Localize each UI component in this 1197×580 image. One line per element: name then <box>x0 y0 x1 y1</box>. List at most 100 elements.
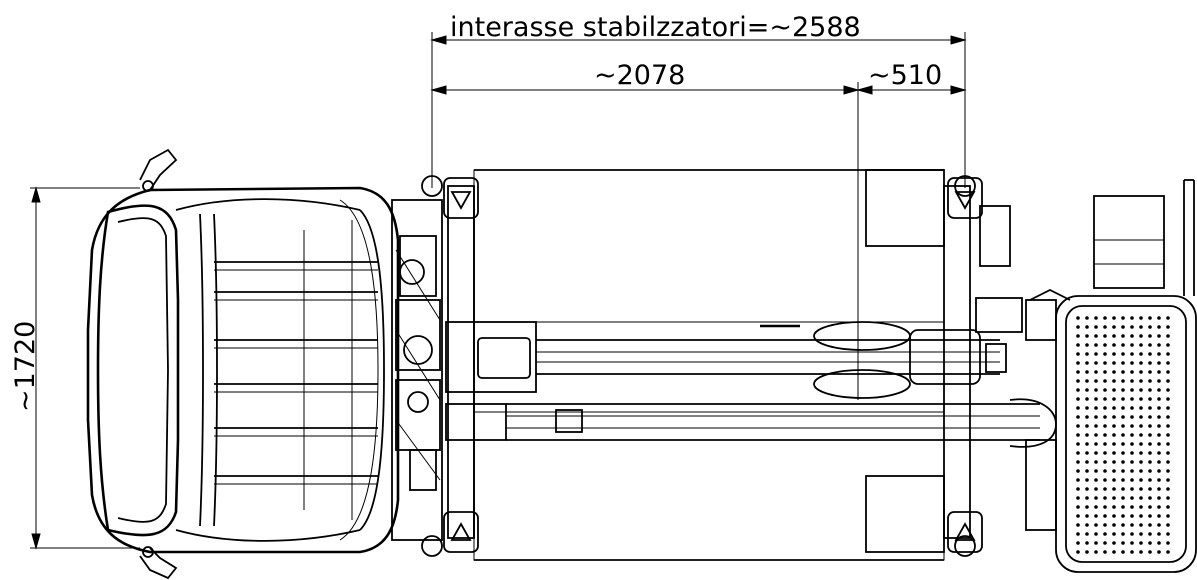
grating-dot <box>1121 487 1125 491</box>
grating-dot <box>1157 388 1161 392</box>
grating-dot <box>1157 379 1161 383</box>
grating-dot <box>1139 523 1143 527</box>
grating-dot <box>1112 370 1116 374</box>
grating-dot <box>1166 325 1170 329</box>
grating-dot <box>1121 361 1125 365</box>
grating-dot <box>1166 352 1170 356</box>
grating-dot <box>1139 514 1143 518</box>
grating-dot <box>1139 415 1143 419</box>
grating-dot <box>1112 334 1116 338</box>
grating-dot <box>1148 415 1152 419</box>
grating-dot <box>1166 442 1170 446</box>
grating-dot <box>1112 460 1116 464</box>
grating-dot <box>1112 469 1116 473</box>
grating-dot <box>1166 433 1170 437</box>
grating-dot <box>1085 424 1089 428</box>
grating-dot <box>1130 361 1134 365</box>
grating-dot <box>1121 505 1125 509</box>
grating-dot <box>1166 550 1170 554</box>
grating-dot <box>1157 523 1161 527</box>
grating-dot <box>1094 505 1098 509</box>
grating-dot <box>1166 460 1170 464</box>
grating-dot <box>1076 532 1080 536</box>
grating-dot <box>1112 442 1116 446</box>
grating-dot <box>1121 469 1125 473</box>
grating-dot <box>1148 352 1152 356</box>
grating-dot <box>1112 532 1116 536</box>
grating-dot <box>1103 487 1107 491</box>
grating-dot <box>1121 532 1125 536</box>
grating-dot <box>1139 325 1143 329</box>
grating-dot <box>1130 379 1134 383</box>
grating-dot <box>1121 316 1125 320</box>
grating-dot <box>1112 451 1116 455</box>
grating-dot <box>1103 496 1107 500</box>
grating-dot <box>1076 514 1080 518</box>
grating-dot <box>1130 424 1134 428</box>
grating-dot <box>1103 442 1107 446</box>
grating-dot <box>1130 478 1134 482</box>
grating-dot <box>1094 523 1098 527</box>
grating-dot <box>1166 388 1170 392</box>
grating-dot <box>1121 451 1125 455</box>
grating-dot <box>1130 442 1134 446</box>
grating-dot <box>1094 550 1098 554</box>
grating-dot <box>1130 370 1134 374</box>
grating-dot <box>1166 361 1170 365</box>
grating-dot <box>1166 523 1170 527</box>
grating-dot <box>1166 397 1170 401</box>
grating-dot <box>1148 388 1152 392</box>
grating-dot <box>1130 451 1134 455</box>
grating-dot <box>1085 532 1089 536</box>
grating-dot <box>1148 451 1152 455</box>
dimension-lines <box>30 32 967 550</box>
grating-dot <box>1148 316 1152 320</box>
grating-dot <box>1157 550 1161 554</box>
grating-dot <box>1139 496 1143 500</box>
grating-dot <box>1112 523 1116 527</box>
grating-dot <box>1094 541 1098 545</box>
grating-dot <box>1094 343 1098 347</box>
grating-dot <box>1130 496 1134 500</box>
grating-dot <box>1157 424 1161 428</box>
grating-dot <box>1076 352 1080 356</box>
grating-dot <box>1148 361 1152 365</box>
front-span-label: ~2078 <box>594 60 685 91</box>
grating-dot <box>1085 334 1089 338</box>
grating-dot <box>1130 505 1134 509</box>
grating-dot <box>1166 541 1170 545</box>
grating-dot <box>1103 370 1107 374</box>
grating-dot <box>1157 361 1161 365</box>
grating-dot <box>1157 541 1161 545</box>
grating-dot <box>1085 370 1089 374</box>
grating-dot <box>1094 433 1098 437</box>
grating-dot <box>1121 406 1125 410</box>
grating-dot <box>1076 541 1080 545</box>
rear-span-label: ~510 <box>868 60 942 91</box>
grating-dot <box>1166 316 1170 320</box>
grating-dot <box>1130 514 1134 518</box>
grating-dot <box>1130 343 1134 347</box>
grating-dot <box>1139 451 1143 455</box>
grating-dot <box>1112 433 1116 437</box>
grating-dot <box>1103 541 1107 545</box>
grating-dot <box>1148 514 1152 518</box>
grating-dot <box>1076 442 1080 446</box>
grating-dot <box>1157 325 1161 329</box>
grating-dot <box>1166 478 1170 482</box>
grating-dot <box>1121 343 1125 347</box>
grating-dot <box>1130 397 1134 401</box>
grating-dot <box>1157 316 1161 320</box>
grating-dot <box>1094 388 1098 392</box>
grating-dot <box>1076 469 1080 473</box>
grating-dot <box>1148 532 1152 536</box>
grating-dot <box>1094 424 1098 428</box>
grating-dot <box>1148 541 1152 545</box>
grating-dot <box>1076 451 1080 455</box>
grating-dot <box>1148 523 1152 527</box>
grating-dot <box>1103 478 1107 482</box>
grating-dot <box>1139 505 1143 509</box>
grating-dot <box>1085 460 1089 464</box>
grating-dot <box>1103 397 1107 401</box>
